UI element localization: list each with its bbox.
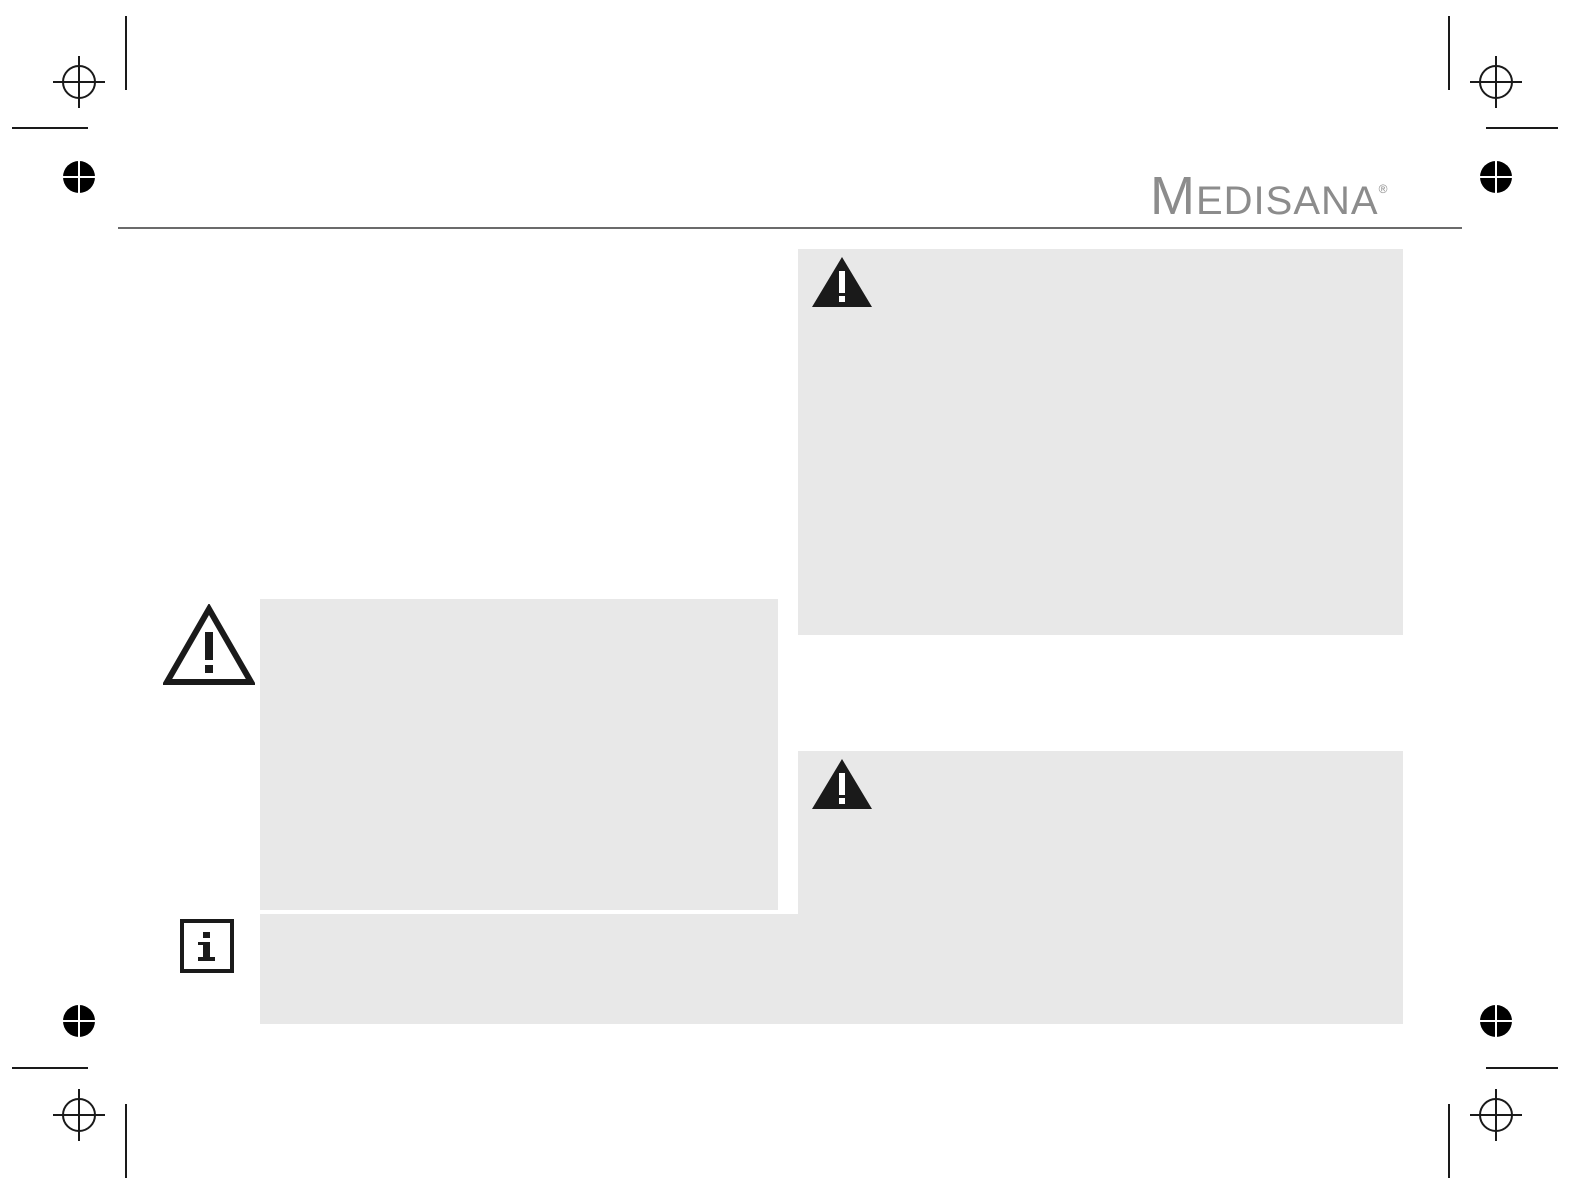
trim-mark-top-right-vertical [1448, 16, 1450, 90]
warning-panel-top-right [798, 249, 1403, 635]
brand-logo-registered-mark: ® [1378, 182, 1388, 196]
registration-dot-icon [62, 160, 96, 194]
registration-dot-icon [1479, 160, 1513, 194]
header-rule [118, 227, 1462, 229]
trim-mark-bottom-left-horizontal [12, 1067, 88, 1069]
registration-crosshair-icon [1468, 54, 1524, 110]
warning-triangle-outline-icon [163, 604, 255, 686]
trim-mark-top-left-horizontal [12, 127, 88, 129]
warning-triangle-filled-icon [811, 256, 873, 308]
registration-crosshair-icon [51, 1087, 107, 1143]
registration-dot-icon [62, 1004, 96, 1038]
warning-panel-left [260, 599, 778, 910]
brand-logo: MEDISANA® [1150, 169, 1410, 223]
trim-mark-bottom-right-horizontal [1486, 1067, 1558, 1069]
info-panel [260, 914, 1403, 1024]
trim-mark-bottom-left-vertical [125, 1104, 127, 1178]
brand-logo-rest: EDISANA [1195, 179, 1379, 223]
trim-mark-bottom-right-vertical [1448, 1104, 1450, 1178]
info-icon [180, 919, 234, 973]
warning-triangle-filled-icon [811, 758, 873, 810]
warning-panel-bottom-right [798, 751, 1403, 914]
trim-mark-top-left-vertical [125, 16, 127, 90]
brand-logo-initial: M [1150, 166, 1196, 226]
registration-dot-icon [1479, 1004, 1513, 1038]
registration-crosshair-icon [51, 54, 107, 110]
registration-crosshair-icon [1468, 1087, 1524, 1143]
trim-mark-top-right-horizontal [1486, 127, 1558, 129]
